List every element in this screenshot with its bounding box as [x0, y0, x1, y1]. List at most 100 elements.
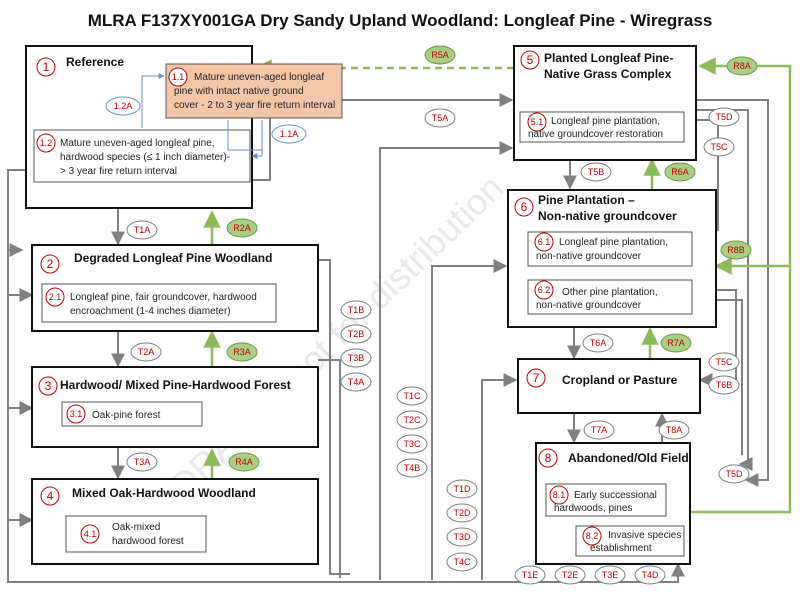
transition-label: T3C — [403, 439, 421, 449]
restoration-label: R7A — [667, 338, 685, 348]
transition-label: T2E — [562, 570, 579, 580]
transition-label: T3D — [453, 532, 471, 542]
state-title: Hardwood/ Mixed Pine-Hardwood Forest — [60, 378, 291, 392]
phase-text: Longleaf pine plantation, — [551, 116, 660, 127]
phase-number: 2.1 — [49, 292, 62, 302]
transition-label: T7A — [591, 425, 608, 435]
state-title: Cropland or Pasture — [562, 373, 678, 387]
transition-label: T6A — [590, 338, 607, 348]
phase-text: Early successional — [574, 490, 657, 501]
restoration-label: R4A — [235, 457, 253, 467]
phase-box — [165, 63, 343, 119]
draft-watermark: DRAFT – not for distribution — [162, 167, 511, 506]
transition-label: T5B — [588, 167, 605, 177]
transition-label: T3A — [134, 457, 151, 467]
transition-label: T8A — [666, 425, 683, 435]
phase-text: Longleaf pine, fair groundcover, hardwoo… — [70, 292, 257, 303]
phase-text: non-native groundcover — [536, 300, 642, 311]
phase-text: Mature uneven-aged longleaf — [194, 72, 324, 83]
transition-label: T4A — [348, 377, 365, 387]
restoration-label: R3A — [233, 347, 251, 357]
phase-number: 1.1 — [172, 72, 185, 82]
phase-text: Longleaf pine plantation, — [559, 237, 668, 248]
state-reference: 1 Reference 1.1 Mature uneven-aged longl… — [25, 45, 343, 209]
phase-text: > 3 year fire return interval — [60, 166, 177, 177]
restoration-label: R8B — [727, 245, 745, 255]
phase-text: encroachment (1-4 inches diameter) — [70, 306, 231, 317]
transition-label: T6B — [716, 380, 733, 390]
restoration-label: R6A — [671, 167, 689, 177]
phase-number: 4.1 — [84, 529, 97, 539]
phase-number: 6.1 — [538, 237, 551, 247]
transition-label: T3B — [348, 353, 365, 363]
phase-text: Invasive species — [608, 530, 681, 541]
phase-text: cover - 2 to 3 year fire return interval — [174, 100, 335, 111]
state-title: Mixed Oak-Hardwood Woodland — [72, 486, 256, 500]
state-number: 8 — [545, 451, 552, 465]
state-number: 7 — [533, 371, 540, 385]
phase-text: hardwoods, pines — [554, 503, 632, 514]
state-cropland-pasture: 7 Cropland or Pasture — [517, 358, 701, 414]
pathway-label: 1.1A — [280, 129, 299, 139]
state-number: 5 — [527, 53, 534, 67]
phase-text: hardwood species (≤ 1 inch diameter)- — [60, 152, 230, 163]
transition-label: T1E — [522, 570, 539, 580]
phase-text: establishment — [590, 543, 652, 554]
transition-label: T4C — [453, 557, 471, 567]
phase-number: 5.1 — [531, 117, 544, 127]
phase-number: 1.2 — [40, 138, 53, 148]
state-number: 1 — [43, 60, 50, 74]
state-abandoned-old-field: 8 Abandoned/Old Field 8.1 Early successi… — [535, 442, 691, 565]
state-hardwood-mixed: 3 Hardwood/ Mixed Pine-Hardwood Forest 3… — [31, 366, 319, 448]
transition-label: T5C — [710, 142, 728, 152]
transition-label: T3E — [602, 570, 619, 580]
state-number: 2 — [47, 257, 54, 271]
transition-labels: T1A T2A T3A T5A T5B T6A T7A T8A T5D T5C … — [126, 107, 750, 585]
transition-label: T5D — [715, 112, 733, 122]
diagram-title: MLRA F137XY001GA Dry Sandy Upland Woodla… — [88, 11, 713, 30]
phase-text: Other pine plantation, — [562, 287, 658, 298]
phase-number: 8.1 — [553, 490, 566, 500]
transition-label: T5D — [725, 469, 743, 479]
phase-text: native groundcover restoration — [528, 129, 663, 140]
state-title: Planted Longleaf Pine- — [544, 51, 673, 65]
state-pine-plantation: 6 Pine Plantation – Non-native groundcov… — [507, 189, 717, 328]
transition-label: T1A — [134, 225, 151, 235]
transition-label: T5A — [432, 113, 449, 123]
state-number: 4 — [47, 489, 54, 503]
state-title: Degraded Longleaf Pine Woodland — [74, 251, 272, 265]
phase-text: Oak-pine forest — [92, 410, 161, 421]
phase-box — [33, 129, 251, 183]
state-title: Pine Plantation – — [538, 193, 635, 207]
state-degraded-longleaf: 2 Degraded Longleaf Pine Woodland 2.1 Lo… — [31, 244, 319, 332]
restoration-label: R2A — [233, 223, 251, 233]
transition-label: T1C — [403, 391, 421, 401]
transition-label: T1D — [453, 484, 471, 494]
phase-number: 3.1 — [70, 409, 83, 419]
restoration-labels: R2A R3A R4A R5A R6A R7A R8A R8B — [226, 45, 758, 472]
transition-label: T4B — [404, 463, 421, 473]
transition-label: T2B — [348, 329, 365, 339]
state-planted-longleaf: 5 Planted Longleaf Pine- Native Grass Co… — [513, 45, 697, 161]
transition-label: T4D — [641, 570, 659, 580]
transition-label: T2C — [403, 415, 421, 425]
transition-label: T5C — [715, 357, 733, 367]
phase-text: pine with intact native ground — [174, 86, 304, 97]
phase-number: 6.2 — [538, 285, 551, 295]
state-title: Reference — [66, 55, 124, 69]
state-mixed-oak-hardwood: 4 Mixed Oak-Hardwood Woodland 4.1 Oak-mi… — [31, 478, 319, 565]
pathway-label: 1.2A — [114, 101, 133, 111]
state-title: Non-native groundcover — [538, 209, 677, 223]
phase-text: hardwood forest — [112, 536, 184, 547]
state-title: Abandoned/Old Field — [568, 451, 689, 465]
phase-text: Oak-mixed — [112, 522, 160, 533]
state-number: 3 — [45, 379, 52, 393]
phase-text: Mature uneven-aged longleaf pine, — [60, 138, 215, 149]
state-number: 6 — [521, 200, 528, 214]
transition-label: T2A — [138, 347, 155, 357]
state-title: Native Grass Complex — [544, 67, 672, 81]
transition-label: T1B — [348, 305, 365, 315]
restoration-label: R5A — [431, 50, 449, 60]
restoration-label: R8A — [733, 61, 751, 71]
